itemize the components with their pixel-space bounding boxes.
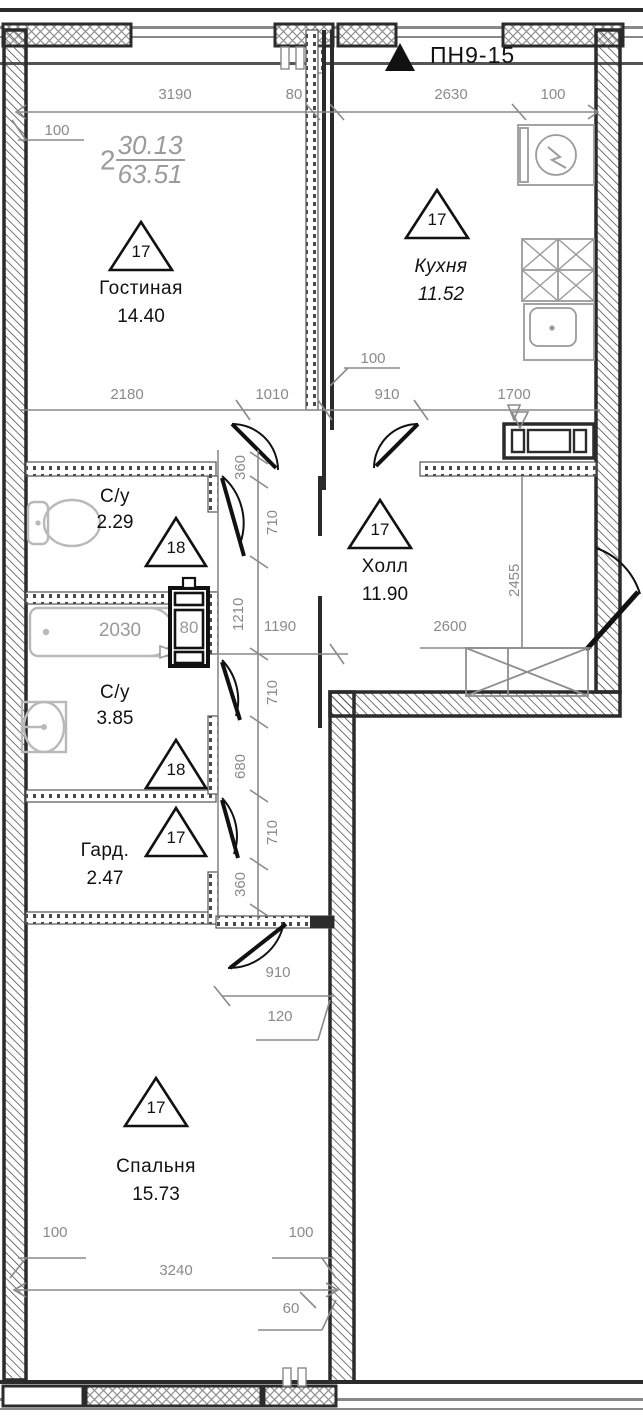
- toilet-icon: [26, 498, 102, 548]
- dim-top-1: 3190: [158, 86, 192, 103]
- dimension-lines: [9, 103, 600, 1331]
- dim-v-5: 680: [232, 753, 249, 779]
- room-tag-hall: 17: [370, 520, 390, 539]
- shaft-width-label: 80: [179, 618, 199, 637]
- dim-bedroom-left: 100: [42, 1224, 68, 1241]
- dim-top-4: 100: [540, 86, 566, 103]
- dim-v-2: 710: [264, 509, 281, 535]
- dim-hall-depth: 2455: [506, 563, 523, 597]
- room-area-wc1: 2.29: [96, 512, 134, 533]
- room-area-closet: 2.47: [86, 868, 124, 889]
- dim-living-left: 100: [44, 122, 70, 139]
- dim-wall-120: 120: [267, 1008, 293, 1025]
- dim-v-3: 1210: [230, 597, 247, 631]
- dim-top-3: 2630: [434, 86, 468, 103]
- kitchen-fixtures: [502, 124, 596, 460]
- dim-kitchen-note: 100: [360, 350, 386, 367]
- plumbing-fixtures: [20, 498, 180, 754]
- storage-closet-icon: [465, 647, 589, 697]
- vent-shaft-icon: [168, 576, 210, 668]
- room-name-bedroom: Спальня: [116, 1156, 196, 1177]
- room-name-living: Гостиная: [99, 278, 183, 299]
- room-name-closet: Гард.: [80, 840, 130, 861]
- living-area-value: 30.13: [115, 130, 185, 162]
- dim-bedroom-right: 100: [288, 1224, 314, 1241]
- kitchen-sink-icon: [523, 303, 595, 361]
- dim-door-910: 910: [265, 964, 291, 981]
- room-name-hall: Холл: [361, 556, 409, 577]
- dim-mid-4: 1700: [497, 386, 531, 403]
- plan-code-label: ПН9-15: [430, 42, 516, 68]
- room-tag-wc1: 18: [166, 538, 186, 557]
- bathtub-length-label: 2030: [98, 620, 142, 641]
- doors: [220, 422, 641, 970]
- room-name-kitchen: Кухня: [414, 256, 468, 277]
- kitchen-window-icon: [502, 404, 596, 460]
- dim-v-7: 360: [232, 871, 249, 897]
- room-area-wc2: 3.85: [96, 708, 134, 729]
- dim-top-2: 80: [285, 86, 303, 103]
- dim-bedroom-width: 3240: [159, 1262, 193, 1279]
- room-tag-kitchen: 17: [427, 210, 447, 229]
- dim-closet-width: 2600: [433, 618, 467, 635]
- room-area-kitchen: 11.52: [417, 284, 465, 305]
- washing-machine-icon: [517, 124, 595, 186]
- dim-wall-60: 60: [282, 1300, 300, 1317]
- room-area-living: 14.40: [117, 306, 165, 327]
- dim-hall-width: 1190: [263, 618, 297, 635]
- apartment-room-count: 2: [100, 144, 116, 176]
- stove-icon: [521, 238, 595, 302]
- dim-v-4: 710: [264, 679, 281, 705]
- washbasin-icon: [20, 700, 68, 754]
- room-name-wc2: С/у: [100, 682, 130, 703]
- room-area-bedroom: 15.73: [132, 1184, 180, 1205]
- room-tag-living: 17: [131, 242, 151, 261]
- dim-mid-1: 2180: [110, 386, 144, 403]
- room-tag-bedroom: 17: [146, 1098, 166, 1117]
- room-tag-wc2: 18: [166, 760, 186, 779]
- dim-mid-3: 910: [374, 386, 400, 403]
- dim-v-1: 360: [232, 454, 249, 480]
- room-tag-closet: 17: [166, 828, 186, 847]
- dim-v-6: 710: [264, 819, 281, 845]
- triangle-up-icon: [385, 43, 415, 71]
- room-area-hall: 11.90: [361, 584, 409, 605]
- dim-mid-2: 1010: [255, 386, 289, 403]
- room-tag-triangles: [107, 187, 471, 1128]
- room-name-wc1: С/у: [100, 486, 130, 507]
- total-area-value: 63.51: [117, 159, 183, 190]
